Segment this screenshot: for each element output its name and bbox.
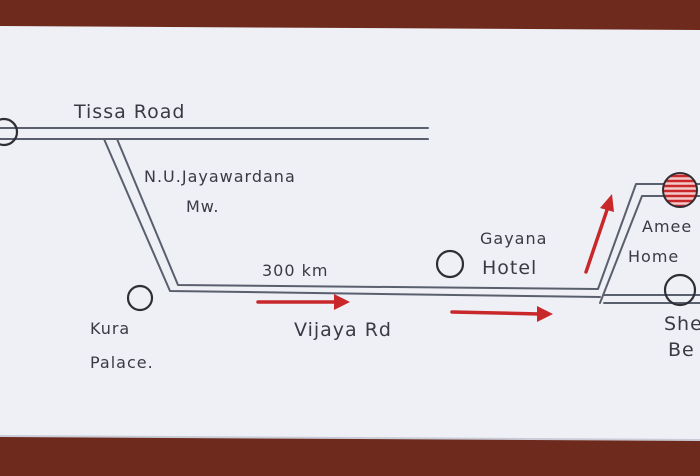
gayana-hotel-marker	[435, 249, 465, 279]
gayana-label-line2: Hotel	[482, 257, 537, 279]
paper-edge-shadow	[0, 435, 700, 441]
tissa-road-label: Tissa Road	[73, 101, 185, 123]
direction-arrow-1	[256, 294, 350, 310]
gayana-label-line1: Gayana	[480, 229, 547, 248]
tissa-road	[0, 127, 429, 140]
vijaya-road-label: Vijaya Rd	[294, 319, 392, 341]
kura-label-line2: Palace.	[90, 353, 154, 372]
amee-label-line1: Amee	[642, 217, 692, 236]
kura-palace-marker	[126, 284, 154, 312]
jayawardana-label-line1: N.U.Jayawardana	[144, 167, 296, 186]
shebe-label-line1: She	[664, 313, 700, 335]
kura-label-line1: Kura	[90, 319, 130, 338]
shebe-label-line2: Be	[668, 339, 695, 361]
amee-home-marker	[662, 172, 698, 208]
distance-label: 300 km	[262, 261, 328, 280]
amee-label-line2: Home	[628, 247, 679, 266]
shebe-marker	[663, 273, 697, 307]
left-edge-marker	[0, 117, 19, 147]
jayawardana-label-line2: Mw.	[186, 197, 220, 216]
paper-sheet	[0, 26, 700, 440]
direction-arrow-2	[450, 306, 553, 322]
direction-arrow-3	[584, 194, 614, 274]
jayawardana-road	[103, 138, 601, 298]
